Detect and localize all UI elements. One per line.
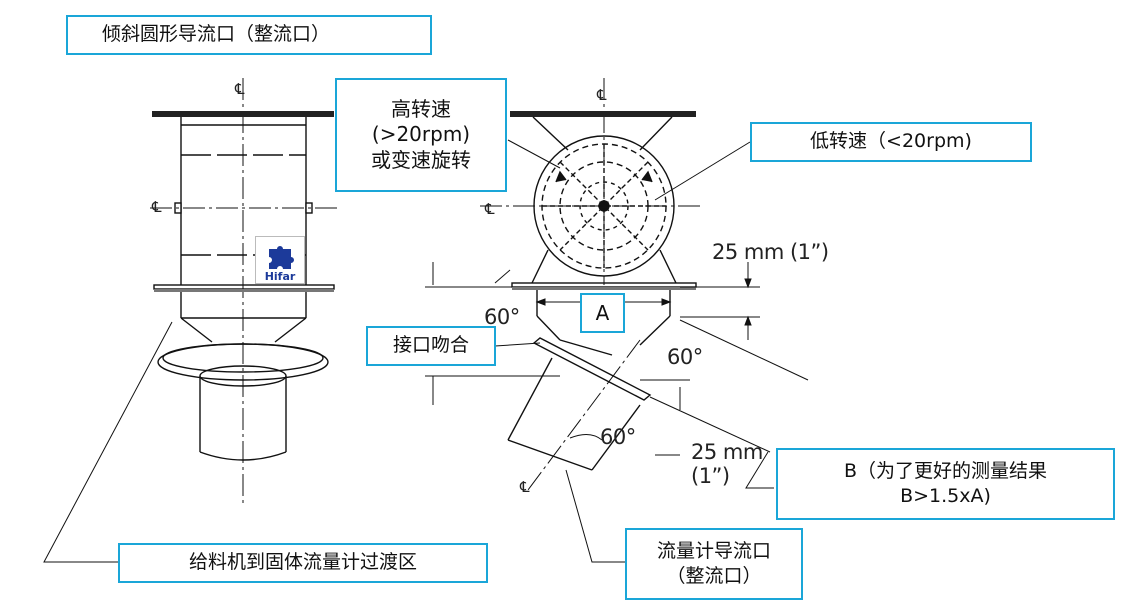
callout-interface-text: 接口吻合 [392,334,469,357]
dim-angle-right: 60° [667,345,703,369]
centerline-symbol-left-top: ℄ [235,80,245,98]
callout-inclined-outlet: 倾斜圆形导流口（整流口） [66,15,432,55]
leader-lines [43,139,774,563]
callout-interface: 接口吻合 [366,326,496,366]
centerline-symbol-left-mid: ℄ [152,198,162,216]
callout-inclined-outlet-text: 倾斜圆形导流口（整流口） [102,23,331,46]
callout-b-note-line2: B>1.5xA) [900,485,991,507]
right-assembly [480,78,700,491]
centerline-symbol-right-bottom: ℄ [520,478,530,496]
callout-b-note: B（为了更好的测量结果 B>1.5xA) [776,448,1115,520]
callout-meter-outlet: 流量计导流口 （整流口） [625,528,803,600]
callout-transition-text: 给料机到固体流量计过渡区 [188,551,417,574]
dim-gap-bottom: 25 mm (1”) [691,440,763,488]
hifar-logo: Hifar [255,236,305,284]
callout-dim-a: A [580,293,625,333]
left-assembly [150,78,340,505]
callout-meter-outlet-line2: （整流口） [666,565,762,587]
callout-meter-outlet-line1: 流量计导流口 [656,540,771,563]
logo-text: Hifar [264,270,296,283]
dim-gap-bottom-line2: (1”) [691,464,730,488]
dimension-lines [425,262,809,456]
puzzle-logo-icon [269,246,294,269]
callout-b-note-line1: B（为了更好的测量结果 [843,460,1048,483]
callout-transition: 给料机到固体流量计过渡区 [118,543,488,583]
callout-high-speed-line1: 高转速 [391,96,451,121]
dim-angle-left: 60° [484,305,520,329]
callout-high-speed-line3: 或变速旋转 [371,147,471,172]
centerline-symbol-right-top: ℄ [597,86,607,104]
callout-high-speed-line2: (>20rpm) [371,122,471,147]
callout-low-speed-text: 低转速（<20rpm) [810,130,972,153]
callout-dim-a-text: A [595,300,610,325]
callout-low-speed: 低转速（<20rpm) [750,122,1032,162]
callout-high-speed: 高转速 (>20rpm) 或变速旋转 [335,78,507,192]
dim-angle-bottom: 60° [600,425,636,449]
centerline-symbol-right-mid: ℄ [485,200,495,218]
dim-gap-top: 25 mm (1”) [712,240,829,264]
dim-gap-bottom-line1: 25 mm [691,440,763,464]
